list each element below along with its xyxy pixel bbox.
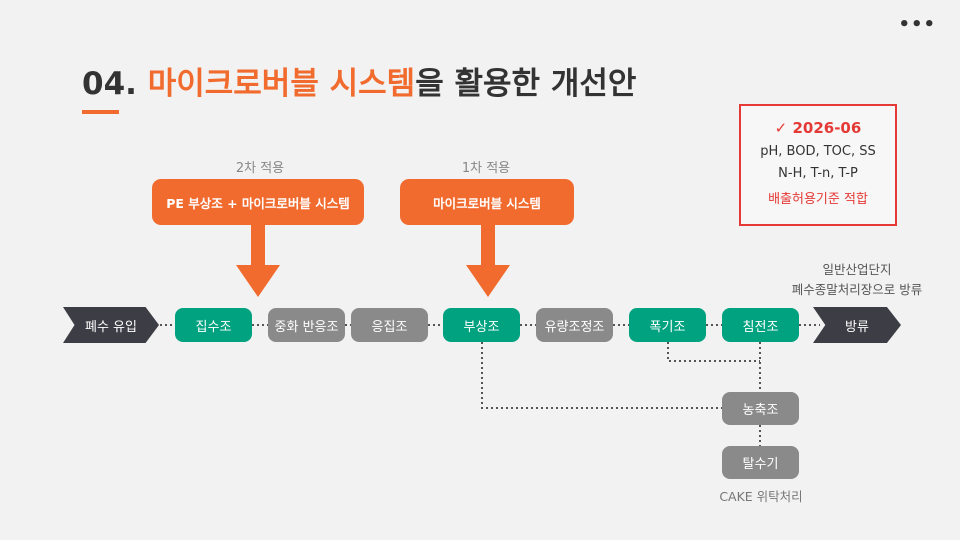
title-rest: 을 활용한 개선안 [415, 66, 637, 102]
phase-1-arrowhead-icon [466, 265, 510, 297]
phase-2-arrowhead-icon [236, 265, 280, 297]
flow-equalization-tank: 유량조정조 [536, 308, 613, 342]
wastewater-inflow: 폐수 유입 [63, 307, 159, 343]
title-number: 04. [82, 66, 137, 102]
page-title: 04. 마이크로버블 시스템을 활용한 개선안 [82, 58, 636, 103]
note-compliance: 배출허용기준 적합 [768, 192, 868, 207]
phase-1-arrow-icon [481, 225, 495, 267]
connector-aeration-return [667, 342, 760, 362]
discharge-note-line-2: 폐수종말처리장으로 방류 [791, 282, 923, 297]
title-underline [82, 110, 119, 114]
note-parameters-2: N-H, T-n, T-P [778, 166, 858, 181]
aeration-tank: 폭기조 [629, 308, 706, 342]
coagulation-tank: 응집조 [351, 308, 428, 342]
note-parameters-1: pH, BOD, TOC, SS [760, 144, 876, 159]
neutralization-tank: 중화 반응조 [268, 308, 345, 342]
discharge-note-line-1: 일반산업단지 [822, 262, 892, 277]
thickener-tank: 농축조 [722, 392, 799, 425]
title-highlight: 마이크로버블 시스템 [147, 66, 416, 102]
discharge-note: 일반산업단지 폐수종말처리장으로 방류 [790, 260, 924, 300]
connector-flotation-thickener [481, 342, 722, 409]
sedimentation-tank: 침전조 [722, 308, 799, 342]
compliance-note-box: ✓ 2026-06 pH, BOD, TOC, SS N-H, T-n, T-P… [739, 104, 897, 226]
phase-2-arrow-icon [251, 225, 265, 267]
cake-disposal-label: CAKE 위탁처리 [719, 489, 803, 504]
phase-1-callout: 마이크로버블 시스템 [400, 179, 574, 225]
dewatering-machine: 탈수기 [722, 446, 799, 479]
phase-1-label: 1차 적용 [461, 161, 511, 176]
discharge-outflow: 방류 [813, 307, 901, 343]
phase-2-callout: PE 부상조 + 마이크로버블 시스템 [152, 179, 364, 225]
phase-2-label: 2차 적용 [235, 161, 285, 176]
more-menu-icon[interactable]: ••• [898, 14, 936, 35]
flotation-tank: 부상조 [443, 308, 520, 342]
collection-tank: 집수조 [175, 308, 252, 342]
note-date: ✓ 2026-06 [774, 119, 862, 137]
